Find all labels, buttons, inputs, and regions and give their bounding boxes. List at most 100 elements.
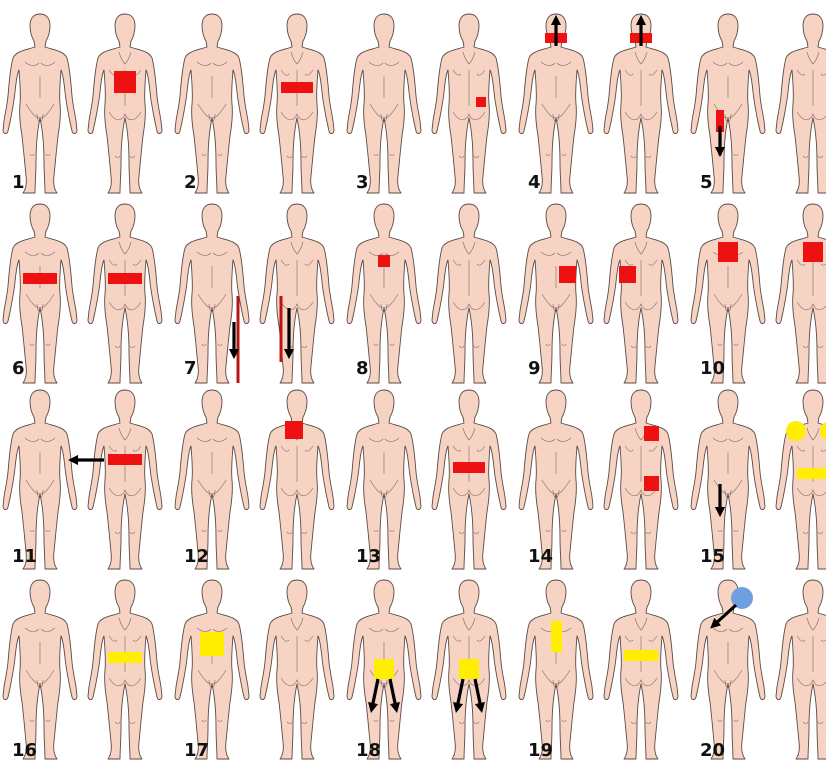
back-body-figure (776, 390, 826, 569)
back-body-silhouette (776, 204, 826, 383)
front-body-silhouette (175, 14, 249, 193)
panel-number: 2 (184, 172, 197, 193)
waist-marker (23, 273, 57, 284)
panel-number: 19 (528, 740, 553, 761)
back-body-figure (88, 390, 162, 569)
panel-14: 14 (519, 390, 678, 569)
panel-8: 8 (347, 204, 506, 383)
chest-marker (718, 242, 738, 262)
front-body-silhouette (347, 390, 421, 569)
panel-number: 18 (356, 740, 381, 761)
panel-17: 17 (175, 580, 334, 761)
front-body-figure (3, 204, 77, 383)
panel-20: 20 (691, 580, 826, 761)
back-body-figure (604, 580, 678, 759)
front-body-figure (3, 390, 77, 569)
panel-12: 12 (175, 390, 334, 569)
buttock-marker (644, 476, 659, 491)
panel-number: 9 (528, 358, 541, 379)
panel-number: 13 (356, 546, 381, 567)
front-body-figure (3, 580, 77, 759)
front-body-figure (519, 390, 593, 569)
mid-back-marker (114, 71, 136, 93)
front-body-silhouette (3, 14, 77, 193)
panels-layer: 1234567891011121314151617181920 (3, 14, 826, 761)
lower-back-marker (281, 82, 313, 93)
panel-number: 3 (356, 172, 369, 193)
panel-number: 14 (528, 546, 553, 567)
back-body-figure (432, 390, 506, 569)
panel-number: 6 (12, 358, 25, 379)
front-body-silhouette (691, 14, 765, 193)
back-body-figure (260, 390, 334, 569)
panel-7: 7 (175, 204, 334, 383)
buttock-marker (459, 659, 479, 679)
panel-13: 13 (347, 390, 506, 569)
lower-back-marker (108, 652, 142, 663)
back-body-figure (604, 204, 678, 383)
front-body-figure (691, 204, 765, 383)
lower-back-marker (624, 650, 658, 661)
back-body-figure (432, 204, 506, 383)
front-body-silhouette (175, 390, 249, 569)
front-body-silhouette (175, 580, 249, 759)
panel-number: 4 (528, 172, 541, 193)
lower-back-marker (108, 273, 142, 284)
lower-back-marker (797, 468, 826, 479)
buttock-marker (476, 97, 486, 107)
panel-2: 2 (175, 14, 334, 193)
front-body-figure (691, 390, 765, 569)
abdomen-marker (378, 255, 390, 267)
panel-6: 6 (3, 204, 162, 383)
back-body-figure (260, 204, 334, 383)
front-body-silhouette (519, 204, 593, 383)
front-body-figure (519, 580, 593, 759)
panel-5: 5 (691, 14, 826, 193)
panel-9: 9 (519, 204, 678, 383)
upper-back-marker (803, 242, 823, 262)
back-body-figure (88, 14, 162, 193)
panel-number: 5 (700, 172, 713, 193)
panel-number: 8 (356, 358, 369, 379)
front-body-figure (3, 14, 77, 193)
panel-11: 11 (3, 390, 162, 569)
lower-back-marker (453, 462, 485, 473)
panel-15: 15 (691, 390, 826, 569)
front-body-figure (691, 14, 765, 193)
back-body-figure (432, 14, 506, 193)
back-body-figure (776, 14, 826, 193)
panel-number: 16 (12, 740, 37, 761)
front-body-silhouette (519, 580, 593, 759)
back-body-figure (776, 204, 826, 383)
back-body-figure (604, 390, 678, 569)
panel-10: 10 (691, 204, 826, 383)
back-body-figure (776, 580, 826, 759)
back-body-figure (260, 14, 334, 193)
front-body-silhouette (691, 204, 765, 383)
panel-number: 7 (184, 358, 197, 379)
back-body-silhouette (776, 14, 826, 193)
back-body-silhouette (776, 580, 826, 759)
front-body-figure (347, 14, 421, 193)
panel-number: 17 (184, 740, 209, 761)
back-body-figure (88, 204, 162, 383)
panel-number: 20 (700, 740, 725, 761)
front-body-silhouette (3, 580, 77, 759)
front-body-silhouette (347, 14, 421, 193)
panel-3: 3 (347, 14, 506, 193)
panel-number: 15 (700, 546, 725, 567)
front-body-silhouette (347, 204, 421, 383)
front-body-figure (519, 204, 593, 383)
front-body-silhouette (3, 390, 77, 569)
back-body-figure (260, 580, 334, 759)
abdomen-marker (559, 266, 576, 283)
front-body-figure (175, 580, 249, 759)
shoulder-circle (786, 421, 806, 441)
panel-19: 19 (519, 580, 678, 761)
front-body-silhouette (691, 580, 765, 759)
panel-number: 10 (700, 358, 725, 379)
front-body-silhouette (519, 390, 593, 569)
back-body-figure (88, 580, 162, 759)
front-body-figure (347, 204, 421, 383)
